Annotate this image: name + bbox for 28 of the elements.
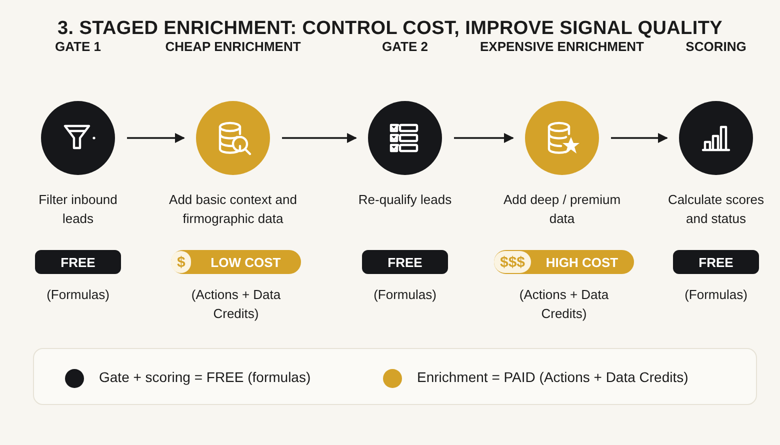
badge-label: HIGH COST: [544, 254, 620, 270]
cost-badge: [171, 250, 301, 274]
step-description: Add basic context and firmographic data: [168, 191, 298, 228]
step-description: Calculate scores and status: [666, 191, 766, 228]
badge-label: LOW COST: [210, 254, 282, 270]
arrow: [127, 133, 185, 143]
step-description: Re-qualify leads: [357, 191, 453, 209]
step-description: Add deep / premium data: [502, 191, 622, 228]
cost-note: (Formulas): [372, 286, 438, 304]
currency-symbol: $: [171, 251, 192, 273]
title: 3. STAGED ENRICHMENT: CONTROL COST, IMPROVE SIGNAL QUALITY: [56, 18, 724, 40]
free-badge: FREE: [35, 250, 121, 274]
step-description: Filter inbound leads: [38, 191, 118, 228]
legend-text: Gate + scoring = FREE (formulas): [99, 369, 311, 385]
currency-symbol: $$$: [494, 251, 532, 273]
legend-text: Enrichment = PAID (Actions + Data Credits): [417, 369, 688, 385]
cost-note: (Actions + Data Credits): [518, 286, 610, 323]
cost-badge: [494, 250, 634, 274]
cost-note: (Actions + Data Credits): [190, 286, 282, 323]
step-heading: EXPENSIVE ENRICHMENT: [479, 39, 645, 54]
free-badge: FREE: [362, 250, 448, 274]
cost-note: (Formulas): [46, 286, 110, 304]
step-heading: CHEAP ENRICHMENT: [164, 39, 302, 54]
arrow: [611, 133, 668, 143]
cost-note: (Formulas): [684, 286, 748, 304]
arrow: [282, 133, 357, 143]
free-badge: FREE: [673, 250, 759, 274]
arrow: [454, 133, 514, 143]
